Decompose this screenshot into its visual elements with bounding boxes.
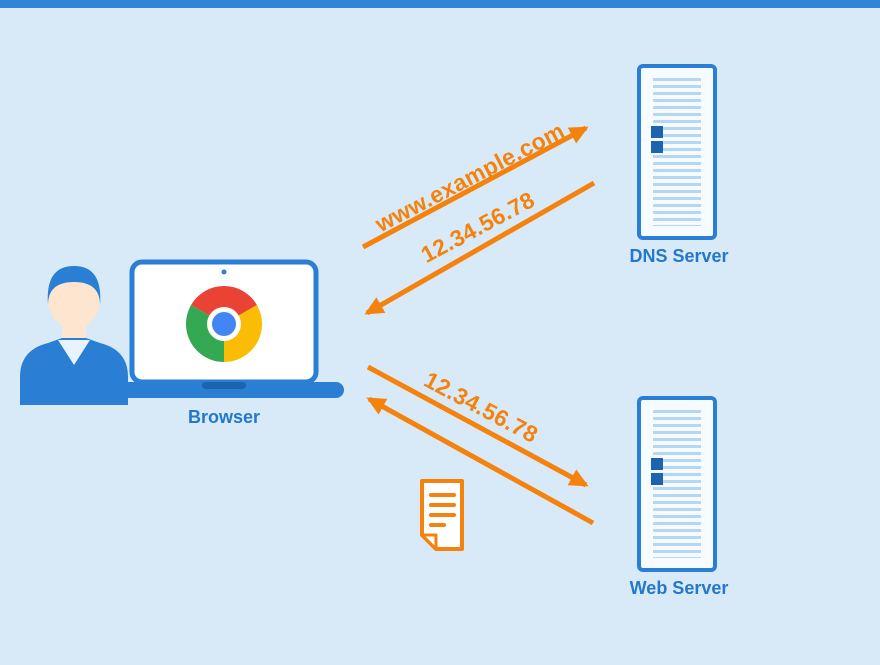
user-icon [20,266,128,405]
web-server-label: Web Server [629,578,729,598]
http-response-arrow [366,396,595,526]
dns-response-arrow [364,180,596,316]
server-led [651,473,663,485]
server-led [651,141,663,153]
laptop-icon [104,259,344,398]
dns-server-label: DNS Server [629,246,729,266]
http-request-arrow [366,364,589,488]
dns-query-arrow [361,125,589,250]
dns-server-icon [637,64,717,240]
server-led [651,126,663,138]
document-icon [420,479,464,551]
server-led [651,458,663,470]
web-server-icon [637,396,717,572]
browser-label: Browser [187,407,261,427]
top-bar [0,0,880,8]
chrome-icon [186,286,262,362]
